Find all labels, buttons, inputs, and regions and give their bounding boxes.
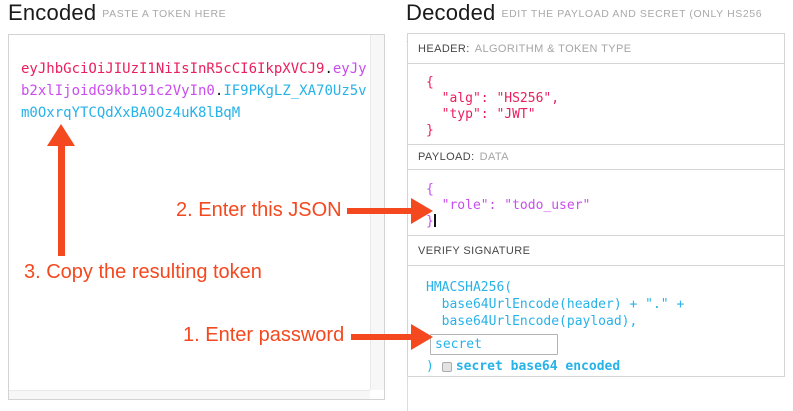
header-json-line: } <box>426 123 434 138</box>
header-label-strong: HEADER: <box>418 42 470 55</box>
close-paren: ) <box>426 359 434 374</box>
encoded-token-textarea[interactable]: eyJhbGciOiJIUzI1NiIsInR5cCI6IkpXVCJ9.eyJ… <box>8 34 385 400</box>
token-payload-segment: eyJyb2xlIjoidG9kb191c2VyIn0 <box>21 61 367 99</box>
base64-encoded-checkbox[interactable] <box>441 361 452 372</box>
token-dot-separator: . <box>214 83 224 99</box>
payload-label-strong: PAYLOAD: <box>418 151 475 163</box>
header-json-line: { <box>426 75 434 90</box>
payload-section-label: PAYLOAD: DATA <box>408 145 784 170</box>
token-signature-segment: IF9PKgLZ_XA70Uz5vm0OxrqYTCQdXxBA0Oz4uK8l… <box>21 83 367 121</box>
base64-encoded-checkbox-label[interactable]: secret base64 encoded <box>455 359 621 374</box>
encoded-title: Encoded PASTE A TOKEN HERE <box>8 0 226 26</box>
horizontal-scrollbar-track[interactable] <box>9 390 370 399</box>
verify-code-line: HMACSHA256( <box>426 280 513 295</box>
token-dot-separator: . <box>324 61 333 77</box>
payload-json-line: "role": "todo_user" <box>426 198 591 213</box>
header-json-line: "alg": "HS256", <box>426 91 560 106</box>
verify-signature-area: HMACSHA256( base64UrlEncode(header) + ".… <box>408 266 784 378</box>
text-cursor <box>433 214 436 227</box>
decoded-title-text: Decoded <box>406 0 496 25</box>
annotation-step3-copy-token: 3. Copy the resulting token <box>24 261 262 283</box>
verify-code-line: base64UrlEncode(header) + "." + <box>426 297 685 312</box>
header-section-label: HEADER: ALGORITHM & TOKEN TYPE <box>408 34 784 64</box>
secret-input[interactable] <box>430 334 558 355</box>
payload-json-line: } <box>426 214 784 230</box>
arrow-to-payload-head-icon <box>411 198 433 224</box>
token-header-segment: eyJhbGciOiJIUzI1NiIsInR5cCI6IkpXVCJ9 <box>21 61 325 77</box>
encoded-token-text[interactable]: eyJhbGciOiJIUzI1NiIsInR5cCI6IkpXVCJ9.eyJ… <box>21 58 372 124</box>
arrow-to-payload-shaft <box>347 208 412 214</box>
arrow-to-secret-shaft <box>351 334 412 340</box>
encoded-subtitle: PASTE A TOKEN HERE <box>102 8 227 20</box>
verify-section-label: VERIFY SIGNATURE <box>408 236 784 266</box>
header-json-editor: { "alg": "HS256", "typ": "JWT" } <box>408 64 784 145</box>
arrow-to-token-head-icon <box>47 124 75 146</box>
payload-json-line: { <box>426 182 434 197</box>
header-label-light: ALGORITHM & TOKEN TYPE <box>474 42 632 55</box>
decoded-panel: HEADER: ALGORITHM & TOKEN TYPE { "alg": … <box>407 33 785 377</box>
verify-code-line: base64UrlEncode(payload), <box>426 314 638 329</box>
annotation-step2-enter-json: 2. Enter this JSON <box>176 199 342 221</box>
verify-label-strong: VERIFY SIGNATURE <box>418 244 531 257</box>
payload-label-light: DATA <box>479 151 509 163</box>
arrow-to-secret-head-icon <box>411 324 433 350</box>
header-json-line: "typ": "JWT" <box>426 107 536 122</box>
payload-json-editor[interactable]: { "role": "todo_user" } <box>408 170 784 236</box>
encoded-title-text: Encoded <box>8 0 97 25</box>
annotation-step1-enter-password: 1. Enter password <box>183 324 345 346</box>
verify-last-line: ) secret base64 encoded <box>426 358 784 375</box>
arrow-to-token-shaft <box>58 144 65 256</box>
